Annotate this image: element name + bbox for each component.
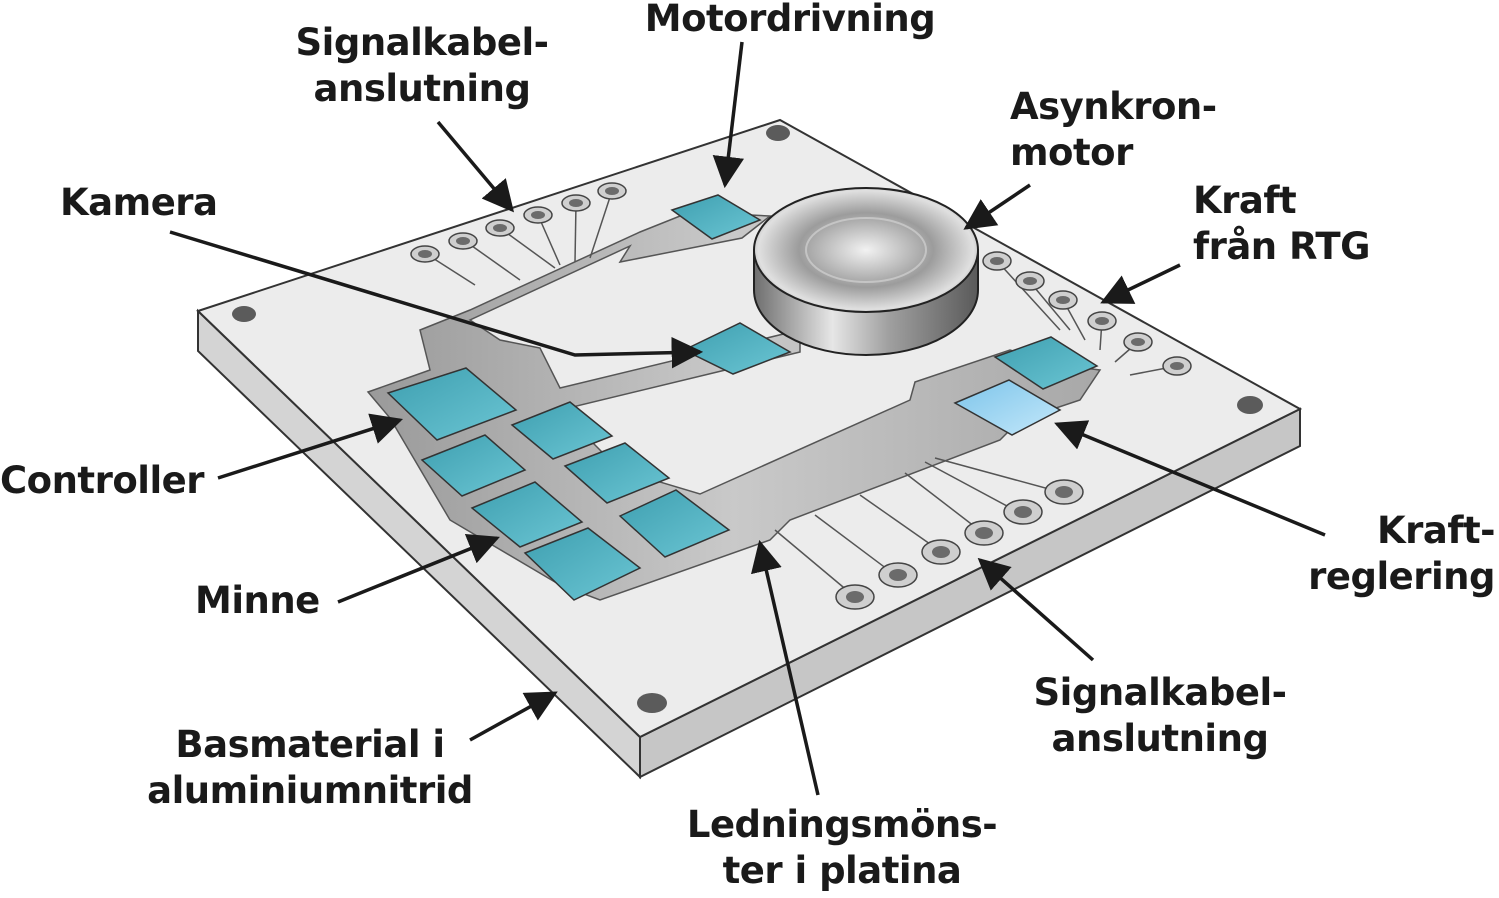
arrow-ledningsmonster <box>751 539 820 796</box>
arrows <box>169 41 1326 796</box>
mount-hole <box>637 693 667 713</box>
arrow-minne <box>337 533 500 604</box>
arrow-signalkabel-top <box>436 120 515 213</box>
memory-chip <box>563 442 671 504</box>
label-kamera: Kamera <box>60 181 218 224</box>
power-chip <box>993 336 1099 390</box>
mount-hole <box>766 125 790 141</box>
arrow-controller <box>217 413 404 480</box>
rtg-pads <box>982 251 1192 376</box>
chips <box>386 194 1099 601</box>
signal-pads-bottom <box>774 457 1084 610</box>
label-minne: Minne <box>195 579 320 622</box>
label-controller: Controller <box>0 459 204 502</box>
controller-chip <box>386 367 518 441</box>
mount-hole <box>232 306 256 322</box>
memory-chip <box>510 401 614 460</box>
kamera-chip <box>682 322 792 375</box>
label-asynkronmotor: Asynkron- motor <box>1010 85 1217 174</box>
arrow-kraftreglering <box>1054 420 1326 537</box>
arrow-basmaterial <box>469 691 558 742</box>
memory-chip <box>470 481 584 548</box>
memory-chip <box>420 434 527 497</box>
label-ledningsmonster: Ledningsmöns- ter i platina <box>686 803 998 892</box>
motordrivning-chip <box>670 194 762 240</box>
memory-chip <box>523 527 642 601</box>
label-kraft-rtg: Kraft från RTG <box>1193 179 1370 268</box>
kraftreglering-chip <box>953 379 1062 436</box>
arrow-motordrivning <box>712 41 744 189</box>
label-signalkabel-top: Signalkabel- anslutning <box>295 21 550 110</box>
arrow-asynkronmotor <box>963 183 1031 230</box>
label-kraftreglering: Kraft- reglering <box>1308 509 1495 598</box>
arrow-kraft-rtg <box>1100 263 1181 304</box>
memory-chip <box>618 489 731 558</box>
label-signalkabel-bottom: Signalkabel- anslutning <box>1033 671 1288 760</box>
signal-pads-top-holes <box>410 182 627 263</box>
arrow-kamera <box>169 230 704 369</box>
mount-hole <box>1237 396 1263 414</box>
label-motordrivning: Motordrivning <box>644 0 936 40</box>
label-basmaterial: Basmaterial i aluminiumnitrid <box>147 723 473 812</box>
board-top <box>196 118 1303 739</box>
asynkron-motor <box>753 187 979 356</box>
arrow-signalkabel-bottom <box>977 557 1095 662</box>
